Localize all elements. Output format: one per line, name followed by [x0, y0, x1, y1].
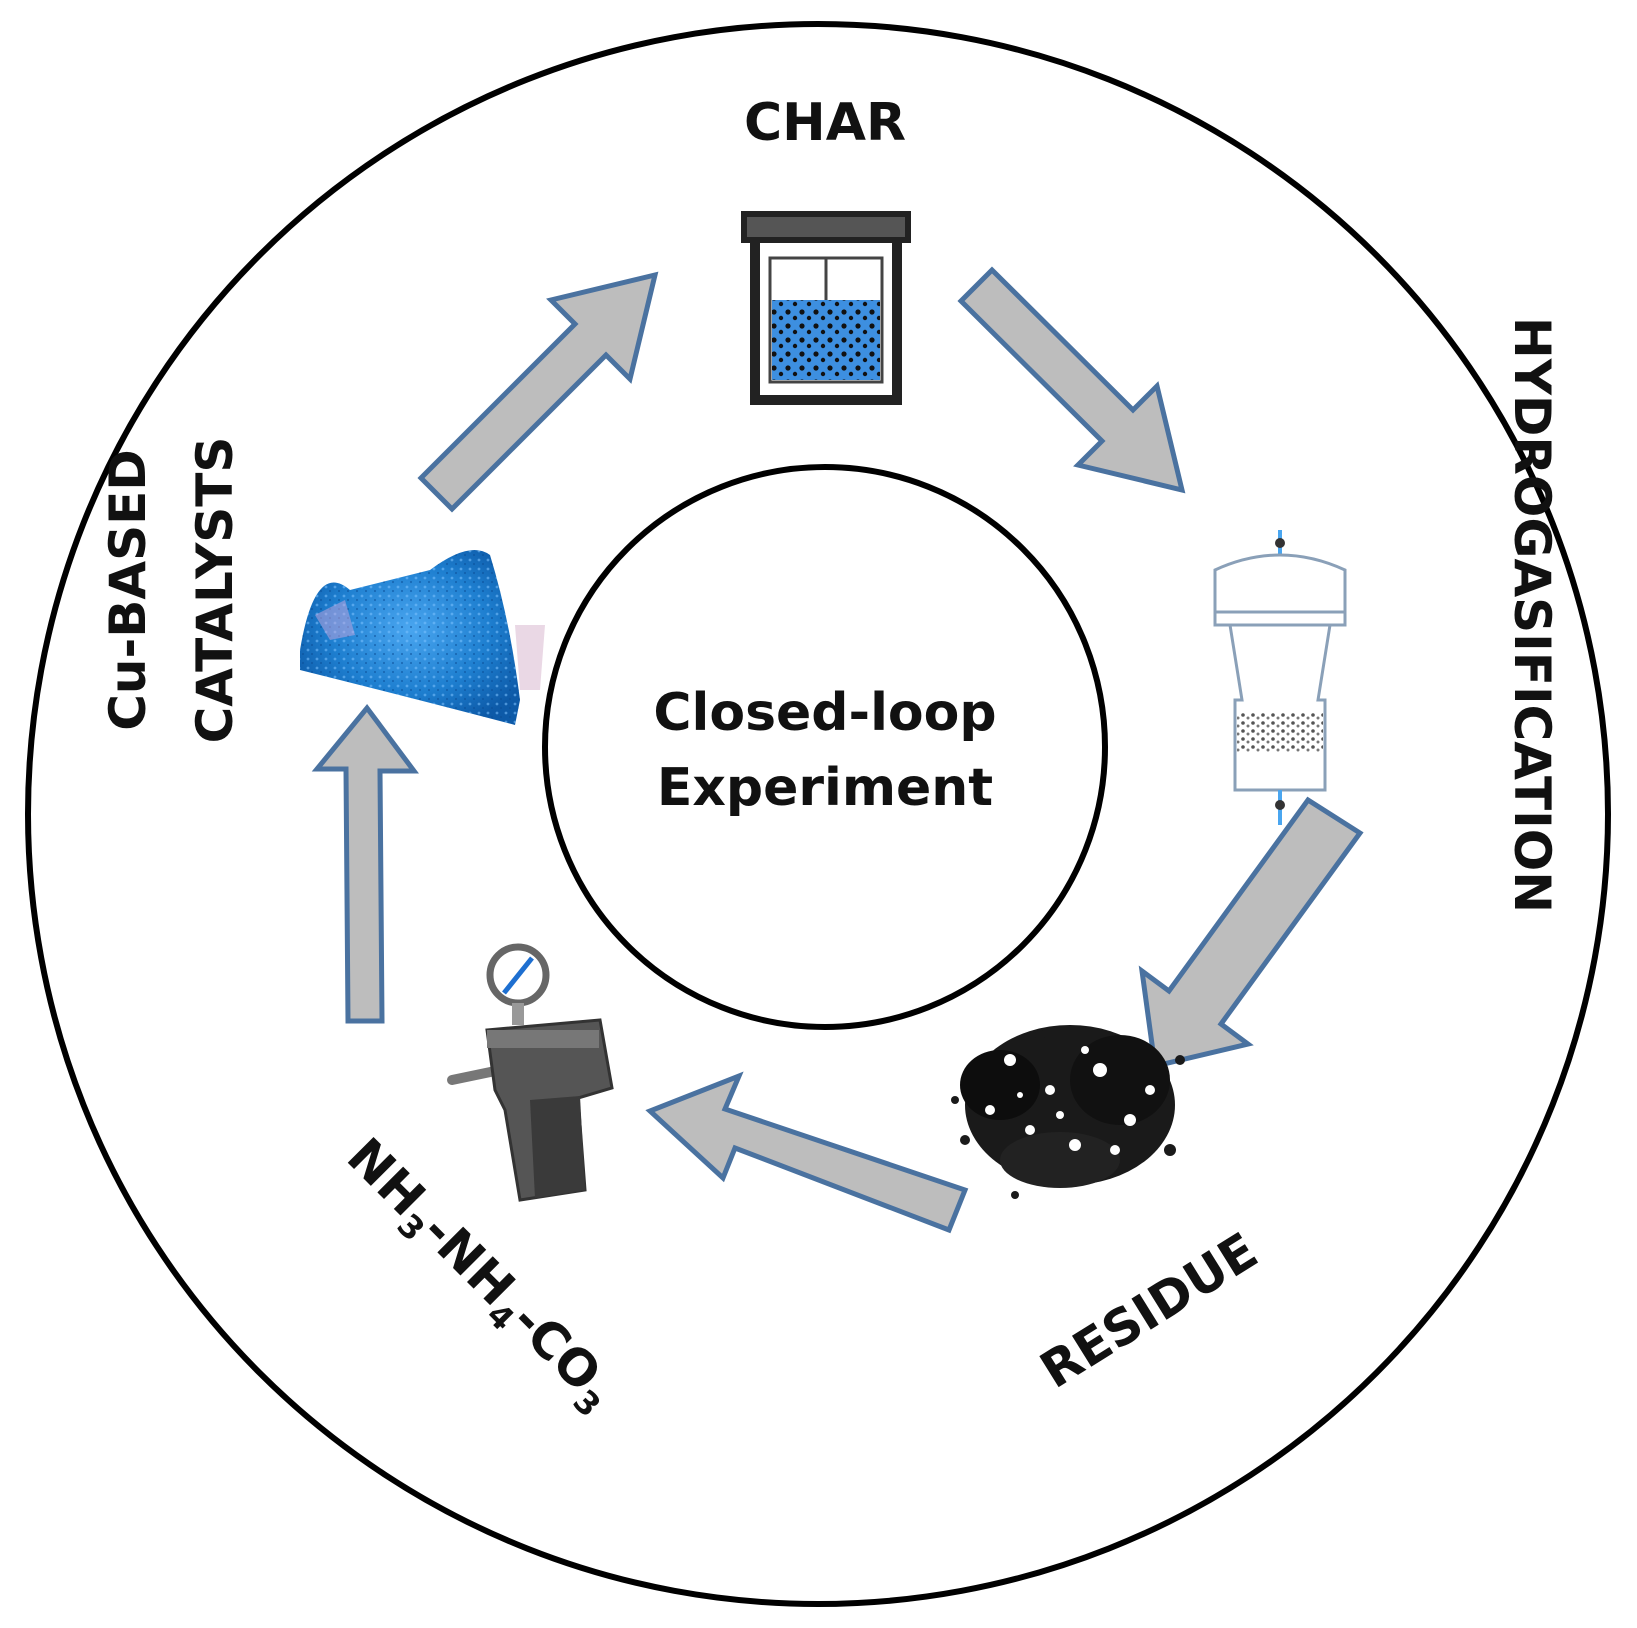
residue-pile-icon — [951, 1025, 1185, 1199]
center-title-line2: Experiment — [657, 758, 993, 818]
arrow-char-to-hydrogasification — [957, 266, 1186, 494]
stage-label-catalyst-line1: Cu-BASED — [99, 449, 157, 731]
stage-label-hydrogasification: HYDROGASIFICATION — [1503, 317, 1561, 913]
arrow-residue-to-nh3 — [645, 1071, 969, 1234]
stage-label-residue: RESIDUE — [1030, 1221, 1267, 1399]
arrow-hydrogasification-to-residue — [1138, 796, 1364, 1070]
center-title-line1: Closed-loop — [653, 683, 996, 743]
stage-label-char: CHAR — [744, 93, 906, 153]
arrow-catalyst-to-char — [417, 271, 659, 513]
arrow-nh3-to-catalyst — [311, 703, 419, 1024]
beaker-icon — [741, 211, 911, 405]
outer-ring — [25, 21, 1611, 1607]
stage-label-catalyst-line2: CATALYSTS — [186, 437, 244, 744]
catalyst-powder-icon — [300, 550, 545, 725]
pressure-vessel-icon — [447, 943, 614, 1202]
inner-ring — [542, 464, 1108, 1030]
reactor-icon — [1213, 530, 1347, 825]
